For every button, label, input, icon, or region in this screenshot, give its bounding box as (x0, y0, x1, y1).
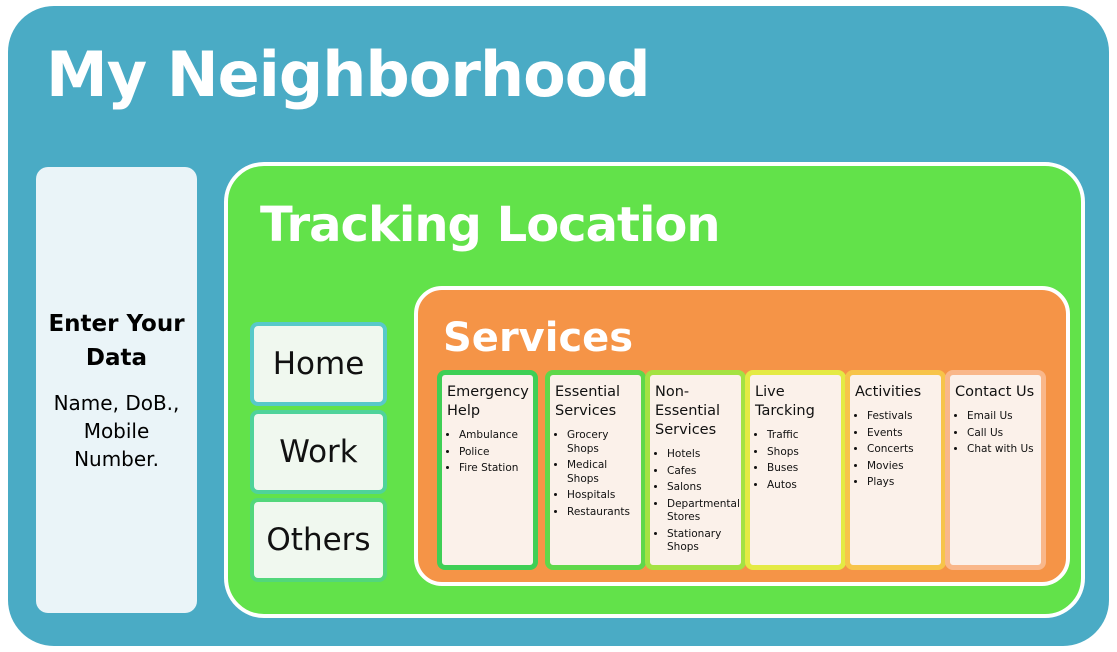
service-card-essential-services[interactable]: Essential ServicesGrocery ShopsMedical S… (545, 370, 646, 570)
service-item[interactable]: Grocery Shops (567, 429, 636, 456)
service-card-contact-us[interactable]: Contact Us Email Us Call Us Chat with Us (945, 370, 1046, 570)
service-item[interactable]: Stationary Shops (667, 528, 736, 555)
service-item[interactable]: Plays (867, 476, 936, 490)
service-item[interactable]: Hospitals (567, 489, 636, 503)
user-data-fields: Name, DoB., Mobile Number. (53, 391, 180, 471)
service-card-title: Live Tarcking (755, 384, 815, 419)
service-card-non-essential-services[interactable]: Non- Essential ServicesHotelsCafesSalons… (645, 370, 746, 570)
user-data-heading: Enter Your Data (48, 311, 185, 371)
service-item-list: Email Us Call Us Chat with Us (955, 410, 1036, 457)
service-item[interactable]: Call Us (967, 427, 1036, 441)
location-others[interactable]: Others (250, 498, 387, 582)
service-card-title: Activities (855, 384, 922, 400)
service-item[interactable]: Police (459, 446, 528, 460)
location-work[interactable]: Work (250, 410, 387, 494)
service-item[interactable]: Departmental Stores (667, 498, 740, 525)
service-item[interactable]: Movies (867, 460, 936, 474)
service-card-live-tracking[interactable]: Live TarckingTrafficShopsBusesAutos (745, 370, 846, 570)
service-item[interactable]: Hotels (667, 448, 736, 462)
service-item-list: Grocery ShopsMedical ShopsHospitalsResta… (555, 429, 636, 519)
service-card-title: Emergency Help (447, 384, 529, 419)
service-item[interactable]: Traffic (767, 429, 836, 443)
service-item-list: FestivalsEventsConcertsMoviesPlays (855, 410, 936, 490)
location-home[interactable]: Home (250, 322, 387, 406)
service-card-title: Contact Us (955, 384, 1035, 400)
service-item-list: HotelsCafesSalonsDepartmental StoresStat… (655, 448, 740, 555)
service-item[interactable]: Salons (667, 481, 736, 495)
user-data-panel[interactable]: Enter Your Data Name, DoB., Mobile Numbe… (36, 167, 197, 613)
service-item[interactable]: Autos (767, 479, 836, 493)
services-title: Services (443, 315, 634, 361)
tracking-location-title: Tracking Location (260, 197, 721, 253)
service-item-list: TrafficShopsBusesAutos (755, 429, 836, 492)
service-item[interactable]: Concerts (867, 443, 936, 457)
service-item[interactable]: Restaurants (567, 506, 636, 520)
page-title: My Neighborhood (46, 38, 651, 111)
service-item[interactable]: Chat with Us (967, 443, 1036, 457)
service-item[interactable]: Fire Station (459, 462, 528, 476)
service-item[interactable]: Festivals (867, 410, 936, 424)
service-card-title: Essential Services (555, 384, 621, 419)
service-item[interactable]: Events (867, 427, 936, 441)
service-item[interactable]: Email Us (967, 410, 1036, 424)
service-card-title: Non- Essential Services (655, 384, 721, 438)
service-item[interactable]: Medical Shops (567, 459, 636, 486)
service-item[interactable]: Ambulance (459, 429, 528, 443)
service-item[interactable]: Buses (767, 462, 836, 476)
service-item-list: AmbulancePoliceFire Station (447, 429, 528, 476)
service-item[interactable]: Shops (767, 446, 836, 460)
service-item[interactable]: Cafes (667, 465, 736, 479)
service-card-activities[interactable]: ActivitiesFestivalsEventsConcertsMoviesP… (845, 370, 946, 570)
service-card-emergency-help[interactable]: Emergency HelpAmbulancePoliceFire Statio… (437, 370, 538, 570)
